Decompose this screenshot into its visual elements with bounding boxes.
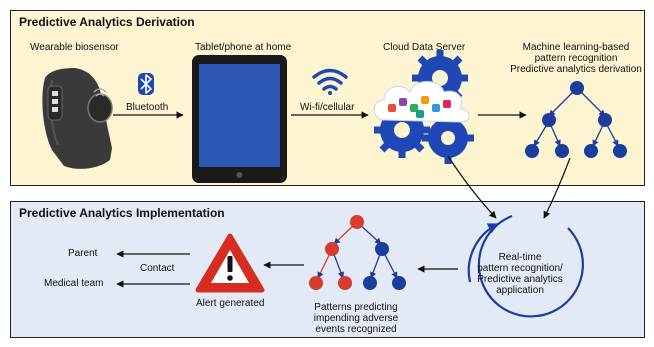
- pattern-tree-nodes: [309, 215, 406, 290]
- wifi-icon: [312, 68, 348, 95]
- medical-team-label: Medical team: [44, 278, 104, 289]
- tablet-icon: [192, 55, 287, 183]
- ml-label: Machine learning-based pattern recogniti…: [510, 42, 642, 75]
- bluetooth-label: Bluetooth: [126, 102, 169, 113]
- tablet-label: Tablet/phone at home: [195, 42, 292, 53]
- ml-tree-nodes: [525, 81, 627, 158]
- bluetooth-icon: [138, 73, 154, 95]
- cloud-label: Cloud Data Server: [383, 42, 466, 53]
- implementation-title: Predictive Analytics Implementation: [19, 206, 225, 220]
- derivation-title: Predictive Analytics Derivation: [19, 15, 195, 29]
- derivation-panel: Predictive Analytics Derivation: [10, 10, 645, 186]
- arrow-ml-to-realtime: [543, 157, 571, 219]
- cloud-server-icon: [373, 50, 474, 164]
- contact-label: Contact: [140, 263, 175, 274]
- sensor-label: Wearable biosensor: [30, 42, 119, 53]
- wearable-biosensor-icon: [42, 68, 113, 169]
- wifi-label: Wi-fi/cellular: [300, 102, 355, 113]
- alert-icon: [195, 233, 265, 293]
- patterns-label: Patterns predicting impending adverse ev…: [313, 302, 399, 335]
- realtime-cycle-icon: [467, 214, 584, 318]
- parent-label: Parent: [68, 248, 98, 259]
- realtime-label: Real-time pattern recognition/ Predictiv…: [477, 252, 563, 296]
- alert-label: Alert generated: [196, 298, 265, 309]
- arrow-cloud-to-realtime: [447, 155, 497, 219]
